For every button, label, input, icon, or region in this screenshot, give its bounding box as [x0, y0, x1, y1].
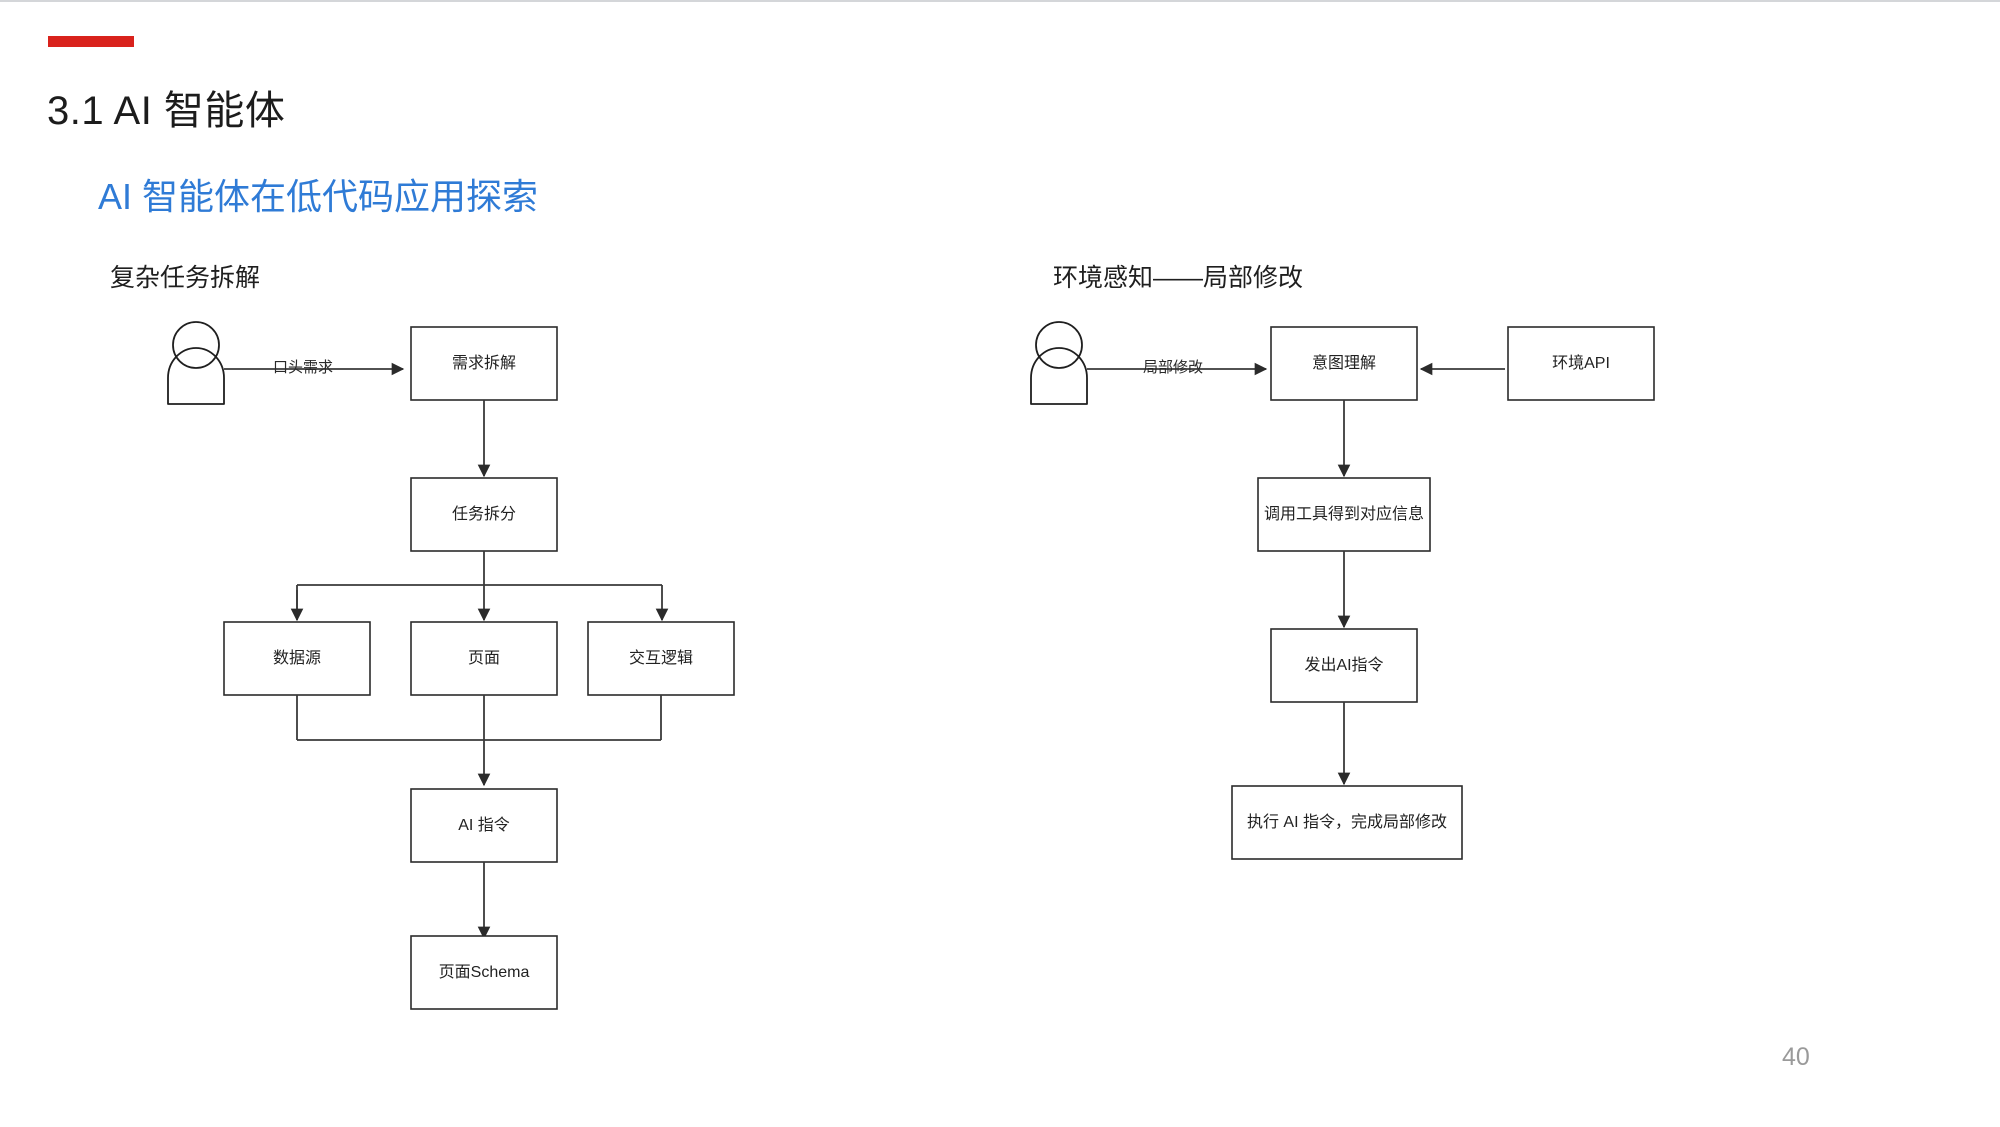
node-label-m3: 调用工具得到对应信息	[1264, 504, 1424, 523]
node-box-n3	[223, 621, 371, 696]
branch-bus-top	[296, 551, 662, 613]
merge-bus-bottom	[296, 695, 662, 741]
right-actor-person	[1030, 321, 1088, 405]
page-title: 3.1 AI 智能体	[47, 89, 286, 133]
node-label-n6: AI 指令	[458, 816, 510, 834]
node-label-m5: 执行 AI 指令，完成局部修改	[1247, 813, 1447, 831]
edge-label-local-edit: 局部修改	[1143, 359, 1203, 376]
node-box-n7	[410, 935, 558, 1010]
node-label-m4: 发出AI指令	[1304, 656, 1383, 674]
node-box-n4	[410, 621, 558, 696]
node-label-n7: 页面Schema	[439, 964, 530, 981]
node-box-m1	[1270, 326, 1418, 401]
node-box-n2	[410, 477, 558, 552]
node-box-m5	[1231, 785, 1463, 860]
node-box-n5	[587, 621, 735, 696]
node-label-n4: 页面	[468, 650, 500, 667]
node-label-n2: 任务拆分	[452, 505, 516, 523]
node-box-m2	[1507, 326, 1655, 401]
accent-bar	[48, 36, 134, 47]
page-subtitle: AI 智能体在低代码应用探索	[98, 176, 539, 217]
left-actor-person	[167, 321, 225, 405]
left-panel-heading: 复杂任务拆解	[110, 264, 261, 292]
node-label-m2: 环境API	[1552, 353, 1610, 372]
right-panel-heading: 环境感知——局部修改	[1053, 264, 1304, 292]
node-box-n1	[410, 326, 558, 401]
node-label-m1: 意图理解	[1312, 353, 1376, 372]
node-box-m4	[1270, 628, 1418, 703]
edge-label-verbal-requirement: 口头需求	[273, 359, 333, 376]
node-label-n1: 需求拆解	[452, 354, 516, 372]
node-box-n6	[410, 788, 558, 863]
node-label-n3: 数据源	[273, 649, 321, 667]
page-number: 40	[1782, 1043, 1810, 1071]
node-label-n5: 交互逻辑	[629, 649, 693, 667]
node-box-m3	[1257, 477, 1431, 552]
top-divider	[0, 0, 2000, 2]
